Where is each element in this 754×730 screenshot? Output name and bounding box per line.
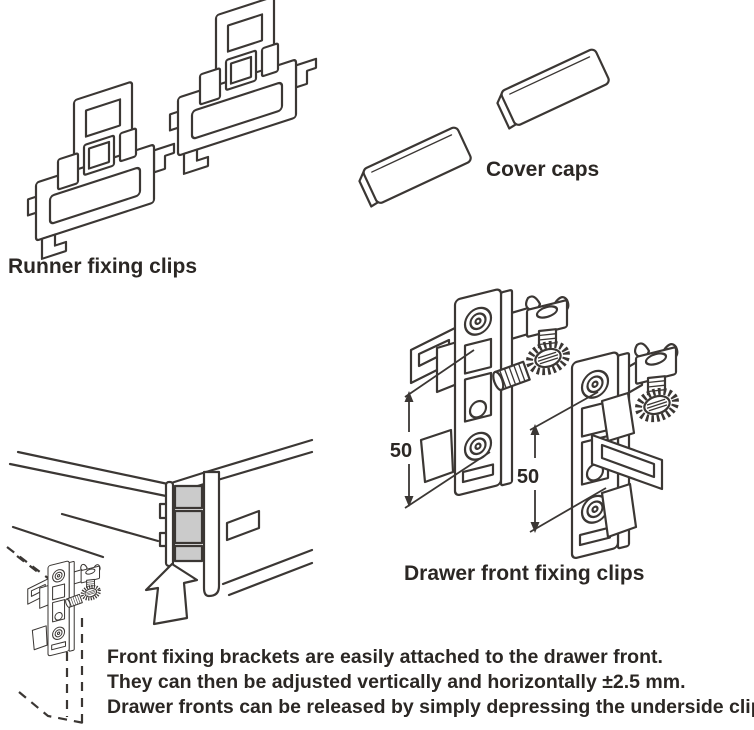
note-line-3: Drawer fronts can be released by simply … (107, 696, 754, 718)
note-line-1: Front fixing brackets are easily attache… (107, 646, 663, 668)
cover-cap-illustration-left (354, 124, 474, 209)
front-fixing-clip-left (411, 286, 570, 497)
cover-cap-illustration-right (492, 46, 612, 131)
clip-on-drawer-front-illustration (6, 546, 101, 725)
front-fixing-clips-label: Drawer front fixing clips (404, 562, 645, 585)
dimension-right-50: 50 (517, 391, 607, 533)
dimension-label-right: 50 (517, 466, 539, 488)
runner-clip-illustration-right (168, 0, 318, 180)
front-fixing-clip-right (572, 343, 679, 560)
note-line-2: They can then be adjusted vertically and… (107, 671, 686, 693)
runner-clips-label: Runner fixing clips (8, 255, 198, 278)
up-arrow-icon (144, 562, 199, 626)
cover-caps-label: Cover caps (486, 158, 600, 181)
dimension-left-50: 50 (390, 349, 491, 509)
note-paragraph: Front fixing brackets are easily attache… (107, 645, 754, 720)
dimension-label-left: 50 (390, 440, 412, 462)
runner-clip-illustration-left (26, 66, 176, 265)
drawer-corner-illustration (8, 438, 314, 626)
